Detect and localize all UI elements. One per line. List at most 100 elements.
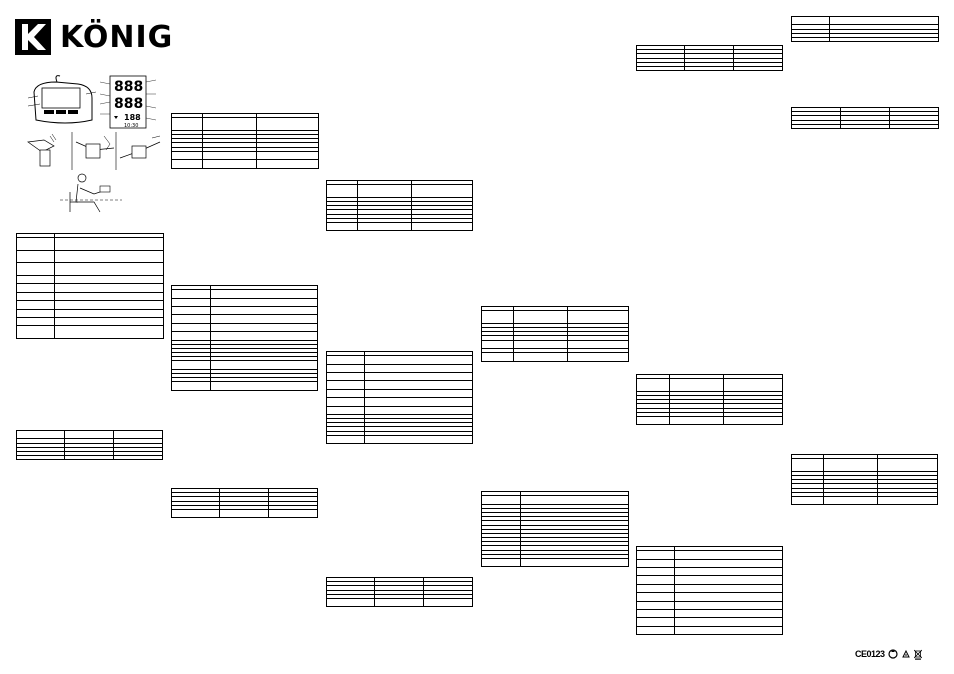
table-row: [636, 608, 783, 619]
table-cell: [791, 15, 830, 26]
table-cell: [723, 373, 783, 380]
table-cell: [636, 617, 675, 627]
table-cell: [326, 221, 358, 232]
display-sys: 888: [114, 79, 143, 95]
spec-table: [636, 545, 783, 636]
table-cell: [171, 305, 211, 316]
table-cell: [64, 455, 114, 461]
table-row: [171, 159, 319, 169]
table-cell: [210, 305, 318, 316]
spec-table: [171, 112, 319, 169]
table-row: [326, 221, 473, 232]
table-row: [171, 322, 318, 333]
spec-table: [16, 429, 163, 461]
table-cell: [674, 617, 783, 627]
table-row: [636, 550, 783, 560]
table-cell: [202, 159, 257, 169]
table-row: [326, 597, 473, 608]
table-cell: [636, 415, 670, 426]
table-cell: [171, 331, 211, 341]
table-row: [636, 592, 783, 602]
display-dia: 888: [114, 96, 143, 112]
table-cell: [54, 274, 164, 285]
table-cell: [210, 314, 318, 324]
table-header-row: [481, 305, 629, 312]
table-cell: [171, 360, 211, 370]
table-row: [326, 371, 473, 382]
table-row: [171, 331, 318, 341]
konig-k-logo-icon: [15, 19, 51, 55]
table-cell: [636, 608, 675, 619]
table-row: [791, 123, 939, 129]
table-cell: [481, 352, 514, 362]
table-cell: [684, 65, 734, 72]
table-cell: [16, 262, 55, 276]
table-cell: [364, 397, 473, 407]
ce-mark: CE0123: [855, 649, 885, 659]
table-cell: [364, 434, 473, 445]
table-cell: [326, 388, 365, 399]
table-cell: [113, 455, 163, 461]
table-cell: [171, 159, 203, 169]
table-cell: [364, 380, 473, 390]
table-cell: [16, 316, 55, 327]
table-cell: [636, 625, 675, 636]
table-row: [791, 458, 938, 472]
table-cell: [16, 308, 55, 318]
table-cell: [171, 297, 211, 307]
table-cell: [791, 458, 824, 472]
table-row: [481, 557, 629, 568]
table-cell: [674, 592, 783, 602]
table-header-row: [791, 453, 938, 460]
table-cell: [374, 597, 424, 608]
table-cell: [567, 352, 629, 362]
table-cell: [829, 15, 939, 26]
table-row: [791, 495, 938, 506]
table-cell: [481, 339, 514, 349]
table-cell: [481, 557, 521, 568]
table-cell: [326, 371, 365, 382]
table-cell: [364, 363, 473, 373]
table-header-row: [171, 112, 319, 119]
table-cell: [16, 237, 55, 251]
seated-posture-icon: [60, 173, 122, 213]
table-row: [481, 310, 629, 324]
spec-table: [326, 576, 473, 608]
table-cell: [171, 381, 211, 391]
table-cell: [791, 495, 824, 506]
table-header-row: [16, 429, 163, 440]
table-row: [636, 617, 783, 627]
table-row: [326, 355, 473, 365]
battery-recycle-icon: [901, 649, 910, 658]
table-cell: [513, 352, 568, 362]
table-cell: [16, 283, 55, 293]
table-cell: [326, 405, 365, 415]
table-row: [326, 405, 473, 415]
table-cell: [733, 65, 783, 72]
table-row: [16, 300, 164, 310]
table-cell: [829, 36, 939, 43]
table-header-row: [791, 15, 939, 26]
spec-table: [326, 350, 473, 445]
table-row: [636, 575, 783, 585]
table-row: [481, 339, 629, 349]
table-cell: [674, 558, 783, 568]
table-cell: [674, 550, 783, 560]
table-row: [16, 237, 164, 251]
spec-table: [171, 284, 318, 391]
table-row: [16, 325, 164, 339]
table-cell: [16, 300, 55, 310]
table-cell: [669, 415, 724, 426]
table-cell: [54, 308, 164, 318]
table-row: [791, 36, 939, 43]
table-cell: [411, 221, 473, 232]
display-pulse: 188: [124, 113, 141, 122]
table-cell: [636, 378, 670, 392]
table-cell: [481, 495, 521, 505]
table-cell: [674, 583, 783, 594]
table-cell: [636, 65, 685, 72]
table-cell: [423, 597, 473, 608]
table-cell: [636, 575, 675, 585]
table-row: [326, 397, 473, 407]
table-cell: [219, 508, 269, 519]
